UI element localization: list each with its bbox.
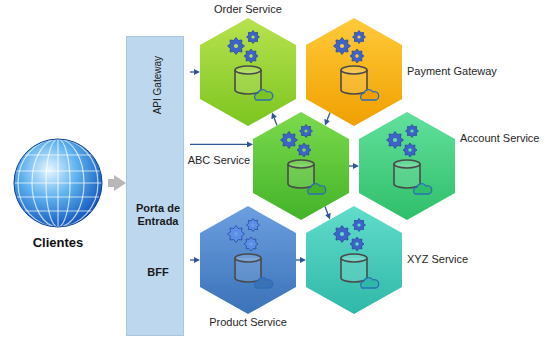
gear-hole xyxy=(234,232,238,236)
database-top xyxy=(235,254,261,262)
gear-icon xyxy=(228,38,245,55)
gear-hole xyxy=(249,242,253,246)
database-top xyxy=(341,66,367,74)
globe-parallel xyxy=(24,210,92,211)
hexagon-shape xyxy=(200,18,296,126)
gear-hole xyxy=(302,148,306,152)
service-hexagon: Payment Gateway xyxy=(306,18,402,126)
gear-icon xyxy=(403,143,417,157)
globe-illustration xyxy=(8,133,108,231)
service-label: Account Service xyxy=(460,132,539,145)
hexagon-fill xyxy=(253,112,349,220)
client-globe: Clientes xyxy=(8,133,108,261)
hexagon-shape xyxy=(253,112,349,220)
globe-parallel xyxy=(24,154,92,155)
globe-grid xyxy=(14,139,102,227)
service-hexagon: Account Service xyxy=(359,112,455,220)
connector-arrow xyxy=(190,71,194,72)
hexagon-fill xyxy=(306,18,402,126)
gear-icon xyxy=(297,143,311,157)
connector-arrow xyxy=(190,144,247,145)
hexagon-shape xyxy=(306,18,402,126)
gateway-band: API GatewayPorta de EntradaBFF xyxy=(126,36,190,336)
gear-hole xyxy=(251,35,254,38)
gear-hole xyxy=(304,129,307,132)
database-top xyxy=(394,160,420,168)
hexagon-fill xyxy=(306,206,402,314)
service-label: ABC Service xyxy=(188,154,250,167)
gear-icon xyxy=(350,49,364,63)
gear-icon xyxy=(247,219,260,232)
globe-rim xyxy=(14,139,102,227)
hexagon-shape xyxy=(359,112,455,220)
gear-icon xyxy=(406,125,419,138)
globe-parallel xyxy=(16,196,99,197)
connector-arrow xyxy=(108,179,114,187)
gear-hole xyxy=(410,129,413,132)
cloud-icon xyxy=(255,90,273,100)
database-top xyxy=(235,66,261,74)
gear-icon xyxy=(334,38,351,55)
service-hexagon: ABC Service xyxy=(253,112,349,220)
service-label: Order Service xyxy=(130,3,366,16)
gateway-text: Porta de Entrada xyxy=(126,202,190,228)
gear-hole xyxy=(355,242,359,246)
service-label: XYZ Service xyxy=(407,253,468,266)
database-top xyxy=(288,160,314,168)
gear-icon xyxy=(247,31,260,44)
service-label: Payment Gateway xyxy=(407,65,497,78)
gear-icon xyxy=(281,132,298,149)
gateway-text: API Gateway xyxy=(152,56,164,114)
gear-hole xyxy=(340,44,344,48)
globe-parallel xyxy=(16,170,101,171)
gear-icon xyxy=(387,132,404,149)
service-hexagon: Product Service xyxy=(200,206,296,314)
client-label: Clientes xyxy=(8,235,108,251)
hexagon-fill xyxy=(200,206,296,314)
gateway-band-fill xyxy=(127,37,184,336)
hexagon-shape xyxy=(306,206,402,314)
gear-hole xyxy=(357,35,360,38)
gear-hole xyxy=(287,138,291,142)
cloud-icon xyxy=(414,184,432,194)
hexagon-fill xyxy=(359,112,455,220)
database-top xyxy=(341,254,367,262)
gear-hole xyxy=(251,223,254,226)
cloud-icon xyxy=(255,278,273,288)
hexagon-shape xyxy=(200,206,296,314)
gear-icon xyxy=(228,226,245,243)
connector-arrow xyxy=(349,165,353,166)
globe-body xyxy=(14,139,102,227)
gear-hole xyxy=(357,223,360,226)
gear-hole xyxy=(340,232,344,236)
gear-icon xyxy=(334,226,351,243)
connector-arrow xyxy=(325,207,328,214)
gear-hole xyxy=(355,54,359,58)
gear-icon xyxy=(353,219,366,232)
cloud-icon xyxy=(361,90,379,100)
gear-hole xyxy=(234,44,238,48)
connector-arrow xyxy=(274,118,277,125)
globe-parallel xyxy=(14,182,102,183)
service-hexagon: Order Service xyxy=(200,18,296,126)
gateway-text: BFF xyxy=(126,266,190,279)
connector-arrow xyxy=(190,259,194,260)
gear-icon xyxy=(350,237,364,251)
service-label: Product Service xyxy=(130,316,366,329)
hexagon-fill xyxy=(200,18,296,126)
gear-icon xyxy=(353,31,366,44)
cloud-icon xyxy=(308,184,326,194)
gear-hole xyxy=(393,138,397,142)
gear-hole xyxy=(249,54,253,58)
connector-arrow xyxy=(296,259,300,260)
connector-arrow xyxy=(327,113,330,120)
service-hexagon: XYZ Service xyxy=(306,206,402,314)
cloud-icon xyxy=(361,278,379,288)
gear-icon xyxy=(300,125,313,138)
gear-icon xyxy=(244,237,258,251)
gear-icon xyxy=(244,49,258,63)
gear-hole xyxy=(408,148,412,152)
